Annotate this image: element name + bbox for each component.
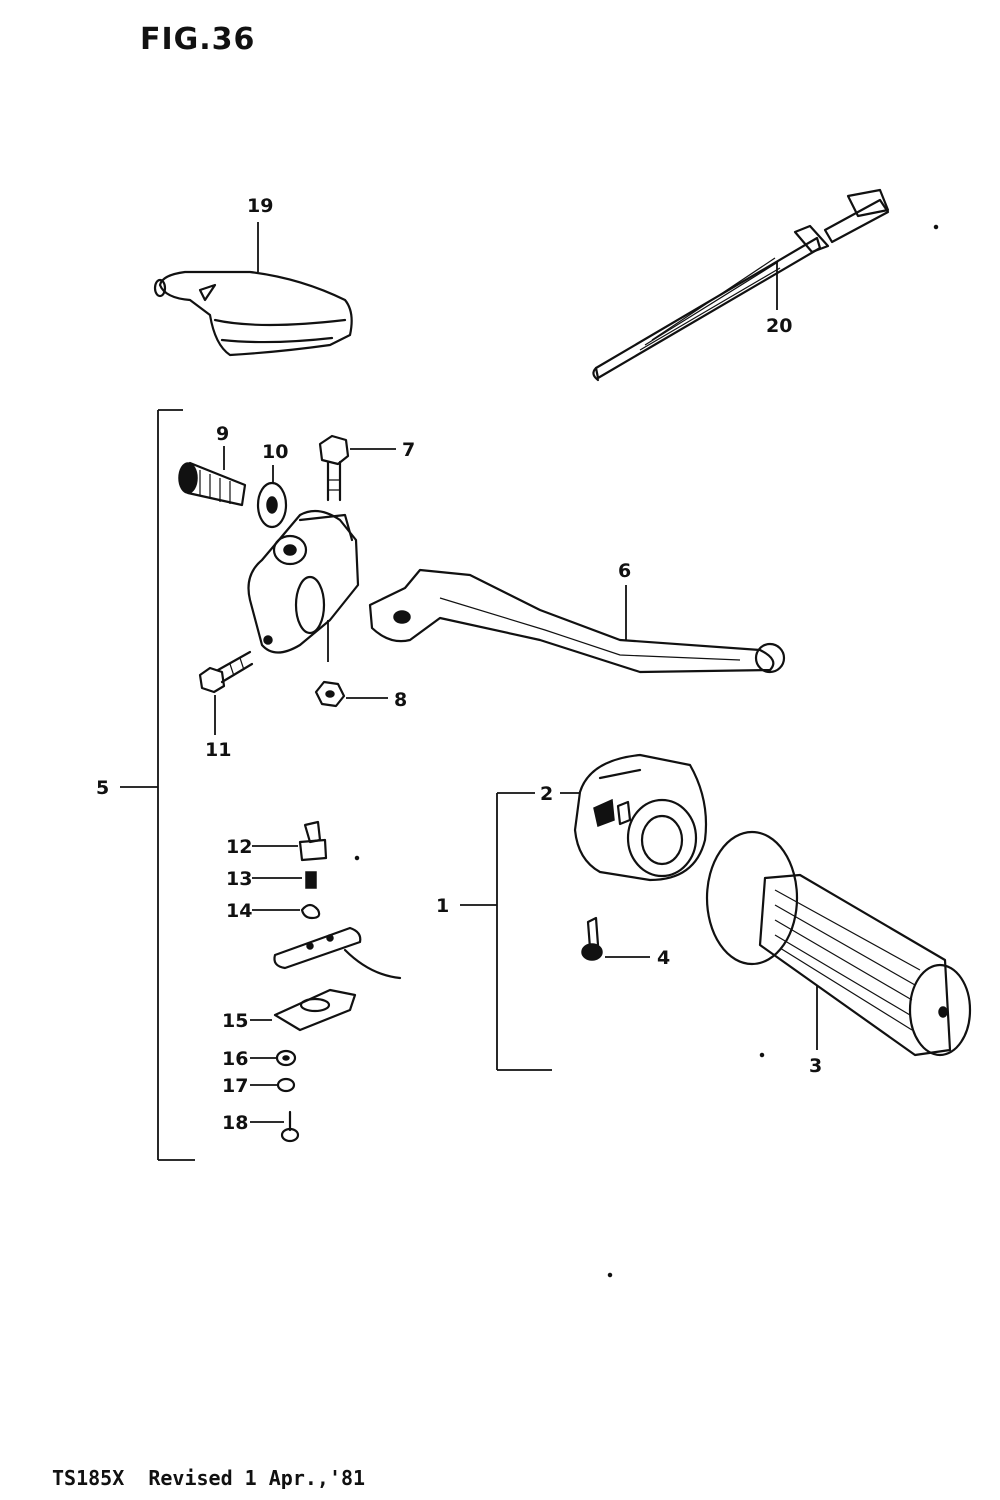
- callout-1: 1: [436, 895, 449, 917]
- part-3-grip: 3: [705, 830, 972, 1077]
- footer-revision: TS185X Revised 1 Apr.,'81: [52, 1466, 366, 1490]
- part-6-lever: 6: [368, 560, 786, 674]
- part-20-cable-tie: 20: [592, 188, 890, 382]
- callout-19: 19: [247, 195, 273, 217]
- callout-4: 4: [657, 947, 670, 969]
- bracket-assembly-1: 1: [436, 792, 552, 1071]
- speck: [933, 224, 939, 230]
- callout-9: 9: [216, 423, 229, 445]
- callout-12: 12: [226, 836, 252, 858]
- callout-15: 15: [222, 1010, 248, 1032]
- callout-17: 17: [222, 1075, 248, 1097]
- part-16-washer: 16: [222, 1048, 297, 1070]
- part-7-pivot-bolt: 7: [318, 434, 415, 502]
- part-9-adjuster-bolt: 9: [178, 423, 247, 507]
- callout-8: 8: [394, 689, 407, 711]
- part-11-bolt: 11: [198, 650, 254, 761]
- callout-13: 13: [226, 868, 252, 890]
- speck: [607, 1272, 613, 1278]
- callout-20: 20: [766, 315, 792, 337]
- callout-14: 14: [226, 900, 252, 922]
- callout-16: 16: [222, 1048, 248, 1070]
- speck: [759, 1052, 765, 1058]
- part-10-lock-nut: 10: [256, 441, 288, 529]
- speck: [354, 855, 360, 861]
- part-19-lever-boot: 19: [153, 195, 353, 357]
- part-13-spring: 13: [226, 868, 317, 890]
- callout-11: 11: [205, 739, 231, 761]
- callout-2: 2: [540, 783, 553, 805]
- bracket-assembly-5: 5: [96, 409, 195, 1161]
- callout-3: 3: [809, 1055, 822, 1077]
- part-8-nut: 8: [314, 680, 407, 711]
- callout-7: 7: [402, 439, 415, 461]
- part-switch-plate: [273, 926, 402, 980]
- callout-10: 10: [262, 441, 288, 463]
- part-14-clip: 14: [226, 900, 321, 922]
- part-5-lever-holder: [247, 509, 360, 662]
- part-15-switch-holder: 15: [222, 988, 357, 1032]
- part-4-screw: 4: [581, 916, 670, 969]
- callout-5: 5: [96, 777, 109, 799]
- callout-18: 18: [222, 1112, 248, 1134]
- part-18-screw: 18: [222, 1110, 300, 1143]
- part-2-switch-housing: 2: [540, 753, 708, 882]
- part-17-washer: 17: [222, 1075, 296, 1097]
- part-12-screw: 12: [226, 820, 328, 862]
- callout-6: 6: [618, 560, 631, 582]
- figure-title: FIG.36: [140, 22, 256, 57]
